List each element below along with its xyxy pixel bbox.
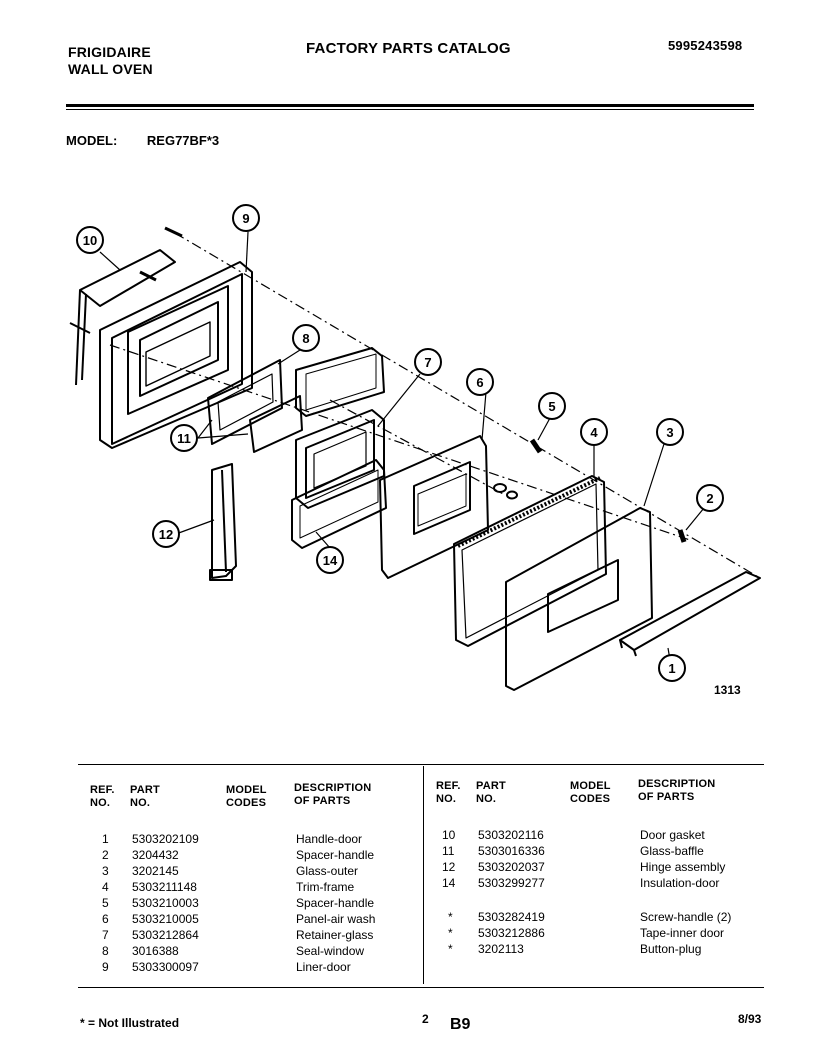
callout-label-12: 12 [159,527,173,542]
model-label: MODEL: [66,133,118,148]
model-value: REG77BF*3 [146,133,220,148]
model-line: MODEL: REG77BF*3 [66,133,219,148]
part-seal-window [207,359,283,445]
page-number: 2 [422,1012,429,1026]
part-trim-frame [453,475,607,647]
callout-label-2: 2 [706,491,713,506]
callout-3 [656,418,684,446]
callout-label-10: 10 [83,233,97,248]
callout-12 [152,520,180,548]
part-glass-outer [505,507,653,691]
callout-label-1: 1 [668,661,675,676]
header-rule [66,104,754,107]
brand-name: FRIGIDAIRE [68,44,151,60]
callout-14 [316,546,344,574]
callout-label-9: 9 [242,211,249,226]
part-hinge-assembly [209,463,237,581]
callout-7 [414,348,442,376]
brand-block: FRIGIDAIRE WALL OVEN [68,44,153,78]
callout-1 [658,654,686,682]
document-number: 5995243598 [668,38,743,53]
revision-date: 8/93 [738,1012,762,1026]
callout-label-4: 4 [590,425,598,440]
part-retainer-glass [295,409,385,509]
part-insulation-upper [295,347,385,417]
callout-label-8: 8 [302,331,309,346]
part-handle-door [619,571,761,657]
callout-label-14: 14 [323,553,338,568]
callout-4 [580,418,608,446]
callout-label-5: 5 [548,399,555,414]
part-insulation-door [291,459,387,549]
callout-label-7: 7 [424,355,431,370]
exploded-door-diagram: 1 2 3 4 5 6 7 8 9 10 11 12 14 1313 [69,204,761,697]
callout-label-3: 3 [666,425,673,440]
part-panel-air-wash [379,435,489,579]
table-divider [423,766,424,984]
parts-table [78,764,764,988]
callout-8 [292,324,320,352]
product-type: WALL OVEN [68,61,153,77]
footnote: * = Not Illustrated [80,1016,180,1030]
alignment-line-top [174,232,761,579]
callout-11 [170,424,198,452]
header-ref-right: REF.NO. [436,780,461,805]
callout-10 [76,226,104,254]
callout-6 [466,368,494,396]
callout-9 [232,204,260,232]
callout-label-11: 11 [177,431,191,446]
part-door-gasket [69,249,176,386]
catalog-title: FACTORY PARTS CATALOG [306,40,511,57]
figure-number: 1313 [714,683,741,697]
callout-5 [538,392,566,420]
callout-2 [696,484,724,512]
part-liner-door [99,261,253,449]
header-rule-thin [66,109,754,110]
part-glass-baffle [249,395,303,453]
callout-label-6: 6 [476,375,483,390]
section-code: B9 [450,1016,471,1033]
header-ref: REF.NO. [90,784,115,809]
